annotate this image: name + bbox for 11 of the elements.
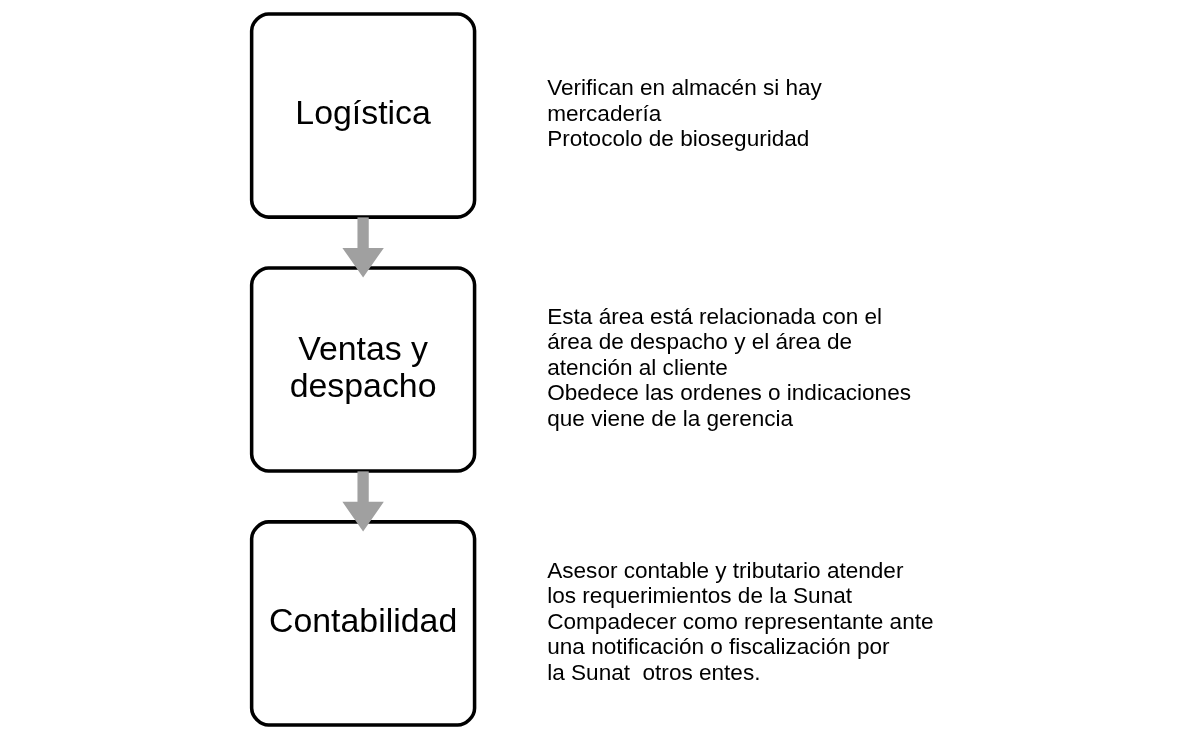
node-box: Ventas y despacho — [249, 266, 476, 473]
node-label: Protocolo de bioseguridad — [546, 126, 809, 152]
arrow — [341, 471, 384, 532]
node-box: Logística — [249, 12, 476, 219]
arrow — [341, 217, 384, 278]
node-label: Compadecer como representante ante una notificación o fiscalización por la Sunat otros entes. — [546, 608, 934, 685]
node-box: Contabilidad — [249, 520, 476, 727]
node-label: Obedece las ordenes o indicaciones que viene de la gerencia — [546, 380, 911, 431]
node-label: Asesor contable y tributario atender los requerimientos de la Sunat — [546, 558, 903, 609]
node-label: Verifican en almacén si hay mercadería — [546, 75, 822, 126]
node-label: Esta área está relacionada con el área de despacho y el área de atención al cliente — [546, 304, 882, 380]
